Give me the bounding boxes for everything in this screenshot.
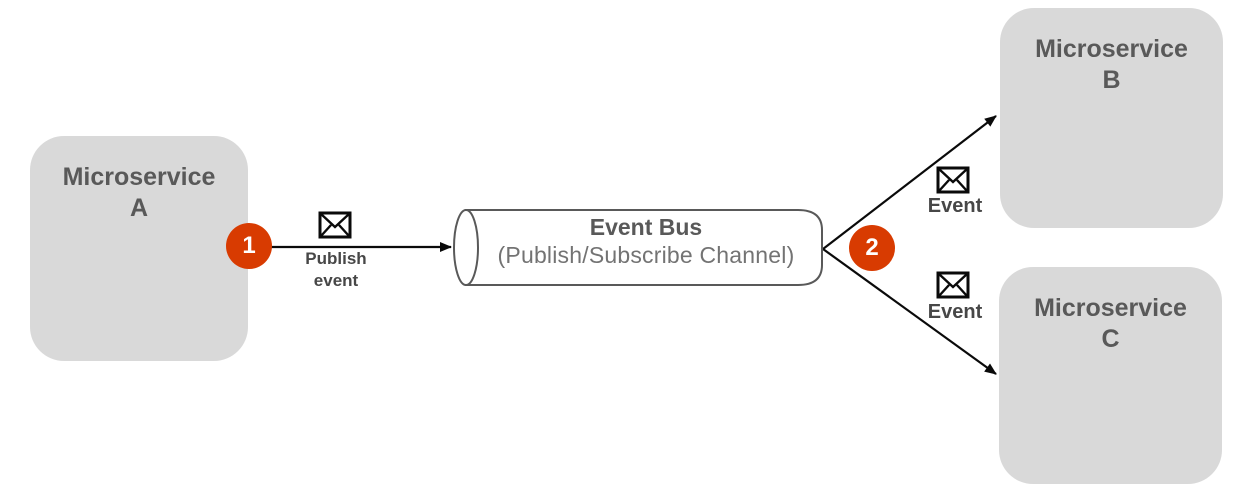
node-b-letter: B: [1102, 66, 1121, 94]
event-label-c: Event: [927, 301, 983, 323]
publish-event-label: Publish event: [305, 249, 367, 290]
node-microservice-a: Microservice A: [30, 136, 248, 361]
node-a-letter: A: [129, 194, 149, 222]
event-bus-label-group: Event Bus (Publish/Subscribe Channel): [476, 214, 816, 269]
event-bus-subtitle: (Publish/Subscribe Channel): [497, 242, 795, 268]
envelope-icon: [318, 211, 352, 239]
node-c-letter: C: [1101, 325, 1120, 353]
envelope-icon: [936, 166, 970, 194]
node-microservice-b: Microservice B: [1000, 8, 1223, 228]
event-bus-title: Event Bus: [589, 214, 703, 240]
node-c-label: Microservice: [1034, 294, 1187, 322]
event-bus-cylinder-body: [465, 209, 823, 286]
step-1-badge: 1: [226, 223, 272, 269]
envelope-icon: [936, 271, 970, 299]
arrow-to-b: [822, 115, 997, 250]
step-2-badge: 2: [849, 225, 895, 271]
node-a-label: Microservice: [62, 163, 216, 191]
event-bus-cylinder-cap: [453, 209, 479, 286]
event-label-b: Event: [927, 195, 983, 217]
arrow-to-c: [822, 248, 997, 375]
node-b-label: Microservice: [1035, 35, 1188, 63]
node-microservice-c: Microservice C: [999, 267, 1222, 484]
